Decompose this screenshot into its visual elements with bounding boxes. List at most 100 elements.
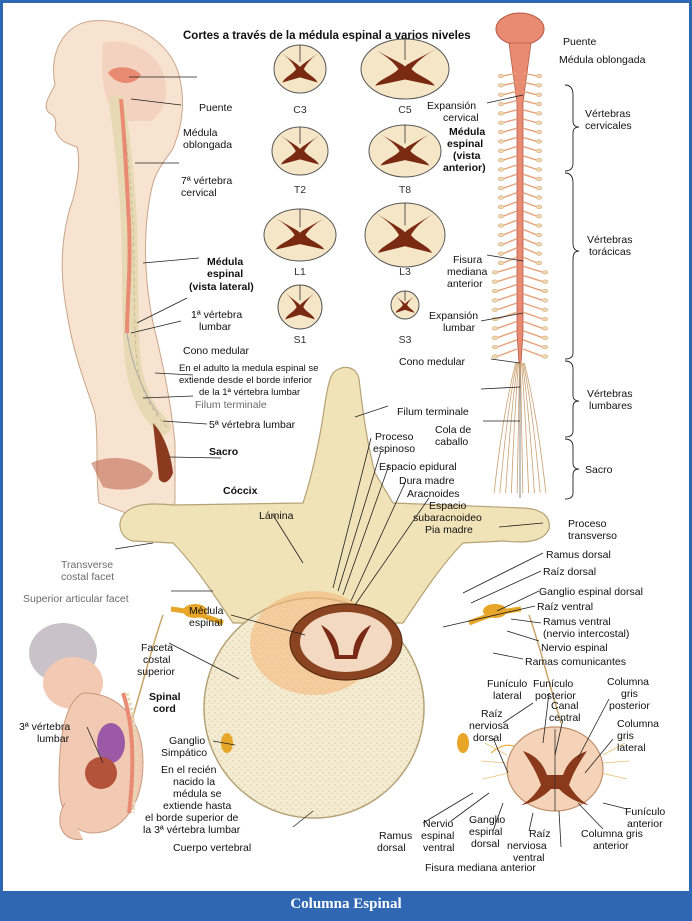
label-nervio-espinal: Nervio espinal bbox=[541, 642, 608, 654]
svg-text:anterior): anterior) bbox=[443, 162, 486, 174]
rootlet-right bbox=[523, 211, 537, 216]
label-filum-lateral: Filum terminale bbox=[195, 399, 267, 411]
section-label-L1: L1 bbox=[294, 266, 306, 278]
label-v-cervicales: Vértebras bbox=[585, 108, 631, 120]
label-raiz-dorsal: Raíz dorsal bbox=[543, 566, 596, 578]
label-sacro-lateral: Sacro bbox=[209, 446, 238, 458]
label-raiz-dorsal-cross: Raíz bbox=[481, 708, 503, 720]
label-columna-lateral: Columna bbox=[617, 718, 659, 730]
footer-banner: Columna Espinal bbox=[3, 891, 689, 918]
svg-text:espinoso: espinoso bbox=[373, 443, 415, 455]
ganglion-left bbox=[492, 308, 498, 312]
ganglion-right bbox=[536, 224, 542, 228]
svg-text:(vista lateral): (vista lateral) bbox=[189, 281, 254, 293]
svg-text:extiende hasta: extiende hasta bbox=[163, 800, 231, 812]
ganglion-left bbox=[498, 130, 504, 134]
svg-text:cord: cord bbox=[153, 703, 176, 715]
svg-text:subaracnoideo: subaracnoideo bbox=[413, 512, 482, 524]
rootlet-right bbox=[523, 321, 543, 328]
ganglion-left bbox=[498, 233, 504, 237]
section-label-C3: C3 bbox=[293, 104, 307, 116]
ganglion-right bbox=[536, 130, 542, 134]
label-ramas-comunicantes: Ramas comunicantes bbox=[525, 656, 626, 668]
cauda-fiber bbox=[517, 363, 519, 493]
section-T2: T2 bbox=[272, 127, 328, 196]
label-pia: Pia madre bbox=[425, 524, 473, 536]
ganglion-left bbox=[492, 289, 498, 293]
ganglion-right bbox=[536, 149, 542, 153]
ganglion-right bbox=[536, 140, 542, 144]
label-superior-articular: Superior articular facet bbox=[23, 593, 129, 605]
rootlet-right bbox=[523, 275, 543, 281]
rootlet-right bbox=[523, 303, 543, 310]
rootlet-left bbox=[497, 321, 517, 328]
label-dura: Dura madre bbox=[399, 475, 455, 487]
label-exp-cervical: Expansión bbox=[427, 100, 476, 112]
ganglion-left bbox=[492, 327, 498, 331]
label-ramus-dorsal: Ramus dorsal bbox=[546, 549, 611, 561]
rootlet-right bbox=[523, 229, 537, 235]
rootlet-left bbox=[497, 294, 517, 301]
rootlet-right bbox=[523, 239, 537, 245]
rootlet-right bbox=[523, 174, 537, 179]
ganglion-right bbox=[542, 336, 548, 340]
section-title: Cortes a través de la médula espinal a v… bbox=[183, 30, 471, 42]
section-label-S3: S3 bbox=[399, 334, 412, 346]
ganglion-left bbox=[498, 261, 504, 265]
rootlet-left bbox=[503, 165, 517, 170]
svg-text:ventral: ventral bbox=[423, 842, 455, 854]
rootlet-left bbox=[497, 331, 517, 338]
ganglion-right bbox=[542, 308, 548, 312]
rootlet-left bbox=[503, 137, 517, 141]
anterior-cord-figure bbox=[492, 13, 548, 498]
svg-text:costal facet: costal facet bbox=[61, 571, 114, 583]
ganglion-right bbox=[542, 280, 548, 284]
rootlet-left bbox=[503, 156, 517, 160]
ganglion-right bbox=[536, 205, 542, 209]
label-l3: 3ª vértebra bbox=[19, 721, 70, 733]
svg-text:transverso: transverso bbox=[568, 530, 617, 542]
ganglion-right bbox=[536, 196, 542, 200]
label-cono-lateral: Cono medular bbox=[183, 345, 249, 357]
svg-text:anterior: anterior bbox=[593, 840, 629, 852]
ganglion-right bbox=[536, 121, 542, 125]
rootlet-right bbox=[523, 101, 537, 104]
ganglion-right bbox=[542, 271, 548, 275]
ganglion-right bbox=[536, 84, 542, 88]
label-medula-central: Médula bbox=[189, 605, 224, 617]
ganglion-left bbox=[492, 299, 498, 303]
rootlet-left bbox=[503, 174, 517, 179]
ganglion-right bbox=[536, 112, 542, 116]
svg-text:dorsal: dorsal bbox=[473, 732, 502, 744]
ganglion-left bbox=[498, 196, 504, 200]
svg-text:cervical: cervical bbox=[181, 187, 217, 199]
rootlet-right bbox=[523, 183, 537, 188]
ganglion-left bbox=[498, 243, 504, 247]
section-label-C5: C5 bbox=[398, 104, 412, 116]
label-lamina: Lámina bbox=[259, 510, 294, 522]
svg-text:lateral: lateral bbox=[617, 742, 646, 754]
svg-text:espinal: espinal bbox=[469, 826, 502, 838]
ganglion-left bbox=[498, 158, 504, 162]
label-proceso-espinoso: Proceso bbox=[375, 431, 414, 443]
label-v-lumbares: Vértebras bbox=[587, 388, 633, 400]
ganglion-right bbox=[536, 158, 542, 162]
ganglion-left bbox=[498, 84, 504, 88]
rootlet-right bbox=[523, 165, 537, 170]
label-ganglio-cross: Ganglio bbox=[469, 814, 505, 826]
ganglion-left bbox=[498, 102, 504, 106]
ganglion-right bbox=[536, 93, 542, 97]
label-ganglio-simpatico: Ganglio bbox=[169, 735, 205, 747]
svg-text:lumbares: lumbares bbox=[589, 400, 632, 412]
svg-text:mediana: mediana bbox=[447, 266, 487, 278]
ganglion-right bbox=[536, 214, 542, 218]
svg-text:de la 1ª vértebra lumbar: de la 1ª vértebra lumbar bbox=[199, 387, 300, 398]
ganglion-right bbox=[536, 252, 542, 256]
section-C3: C3 bbox=[274, 45, 326, 116]
svg-text:posterior: posterior bbox=[609, 700, 650, 712]
section-S1: S1 bbox=[278, 285, 322, 346]
rootlet-right bbox=[523, 91, 537, 94]
ganglion-left bbox=[492, 336, 498, 340]
svg-text:la 3ª vértebra lumbar: la 3ª vértebra lumbar bbox=[143, 824, 241, 836]
